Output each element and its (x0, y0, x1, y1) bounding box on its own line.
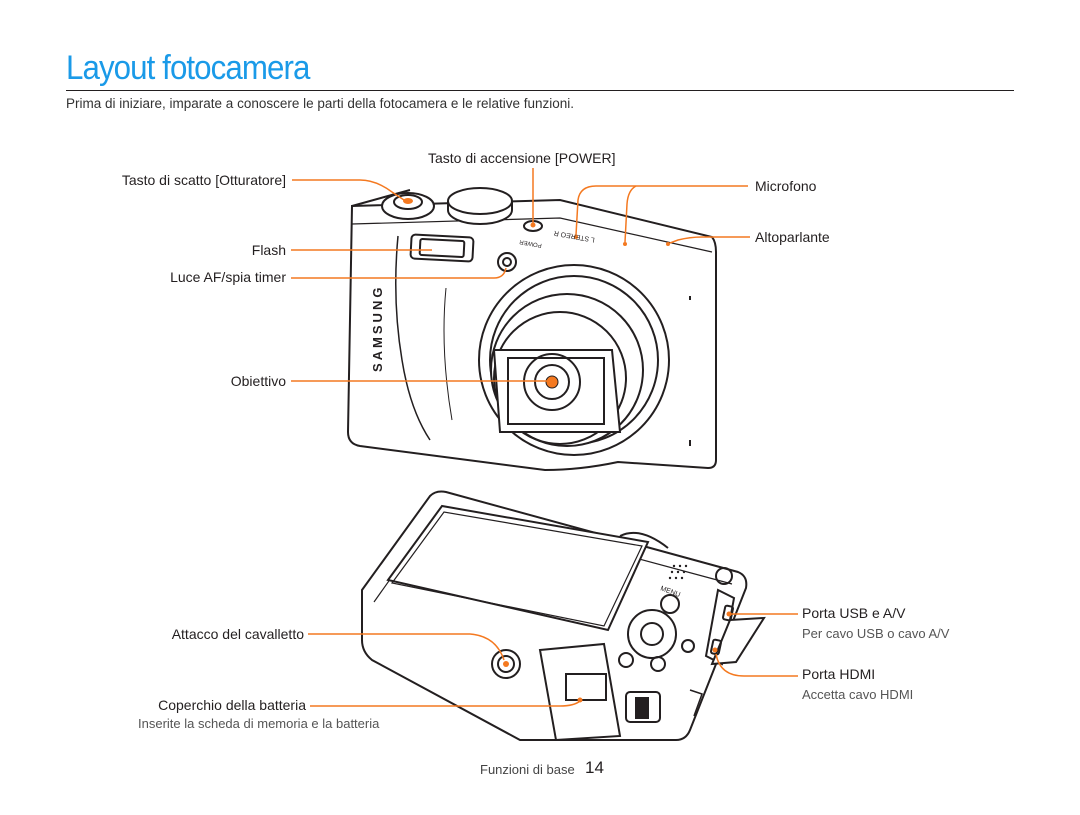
camera-front (346, 187, 717, 472)
label-battery-cover: Coperchio della batteria (158, 697, 306, 713)
note-hdmi-port: Accetta cavo HDMI (802, 687, 914, 702)
label-usb-port: Porta USB e A/V (802, 605, 906, 621)
note-usb-port: Per cavo USB o cavo A/V (802, 626, 950, 641)
label-tripod-mount: Attacco del cavalletto (171, 626, 304, 642)
title-rule (66, 90, 1014, 91)
note-battery-cover: Inserite la scheda di memoria e la batte… (138, 716, 380, 731)
intro-text: Prima di iniziare, imparate a conoscere … (66, 96, 574, 111)
label-speaker: Altoparlante (755, 229, 830, 245)
label-hdmi-port: Porta HDMI (802, 666, 876, 682)
callout-lines (291, 168, 798, 707)
power-mark: POWER (518, 238, 542, 248)
page-title: Layout fotocamera (66, 49, 310, 87)
label-af-light: Luce AF/spia timer (170, 269, 286, 285)
label-flash: Flash (251, 242, 286, 258)
label-lens: Obiettivo (230, 373, 286, 389)
footer-section: Funzioni di base (480, 762, 575, 777)
camera-back (361, 490, 766, 742)
brand-logo: SAMSUNG (370, 285, 385, 372)
page-number: 14 (585, 758, 604, 777)
label-shutter-button: Tasto di scatto [Otturatore] (121, 172, 286, 188)
label-microphone: Microfono (755, 178, 817, 194)
label-power-button: Tasto di accensione [POWER] (428, 150, 616, 166)
